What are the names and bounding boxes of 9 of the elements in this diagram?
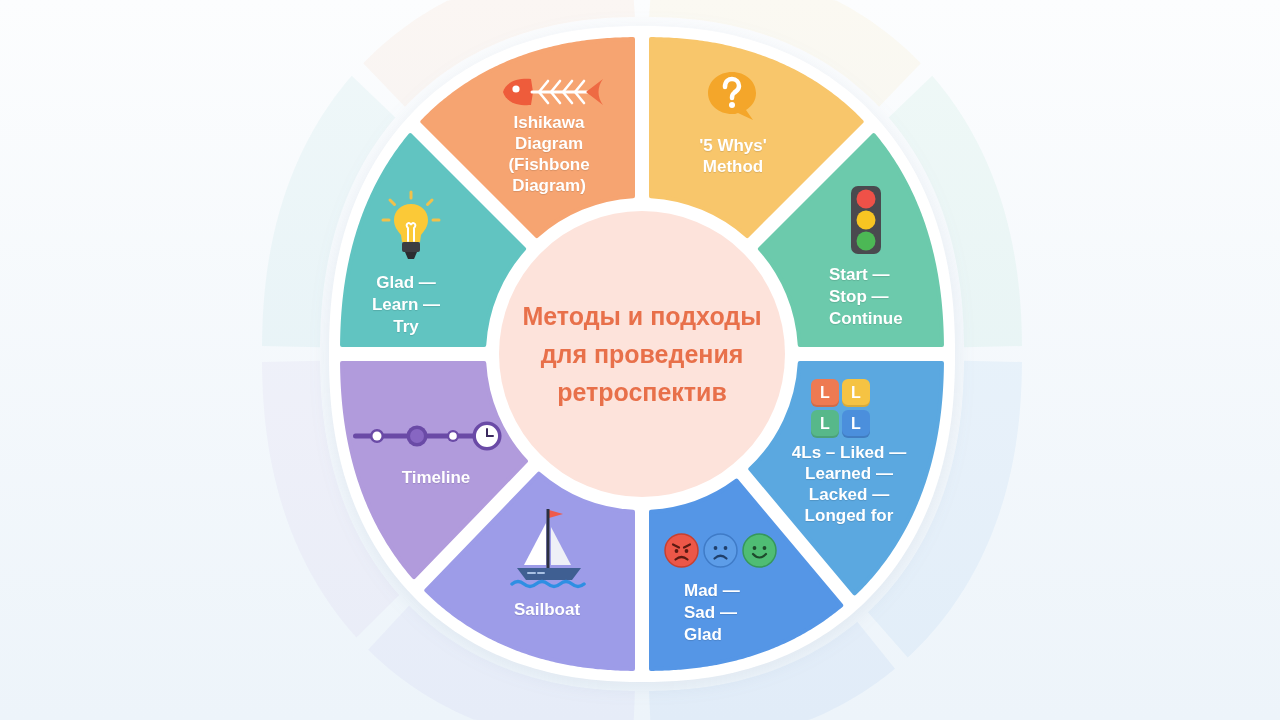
method-label: Timeline bbox=[401, 467, 471, 489]
hub-title: Методы и подходы для проведения ретроспектив bbox=[521, 301, 763, 408]
method-label: Glad — Learn — Try bbox=[371, 272, 441, 338]
method-label: Mad — Sad — Glad bbox=[684, 580, 741, 646]
method-label: Start — Stop — Continue bbox=[829, 264, 904, 330]
method-label: '5 Whys' Method bbox=[698, 135, 768, 177]
method-label: Sailboat bbox=[513, 599, 581, 621]
method-label: Ishikawa Diagram (Fishbone Diagram) bbox=[507, 112, 591, 196]
method-label: 4Ls – Liked — Learned — Lacked — Longed for bbox=[790, 442, 908, 526]
